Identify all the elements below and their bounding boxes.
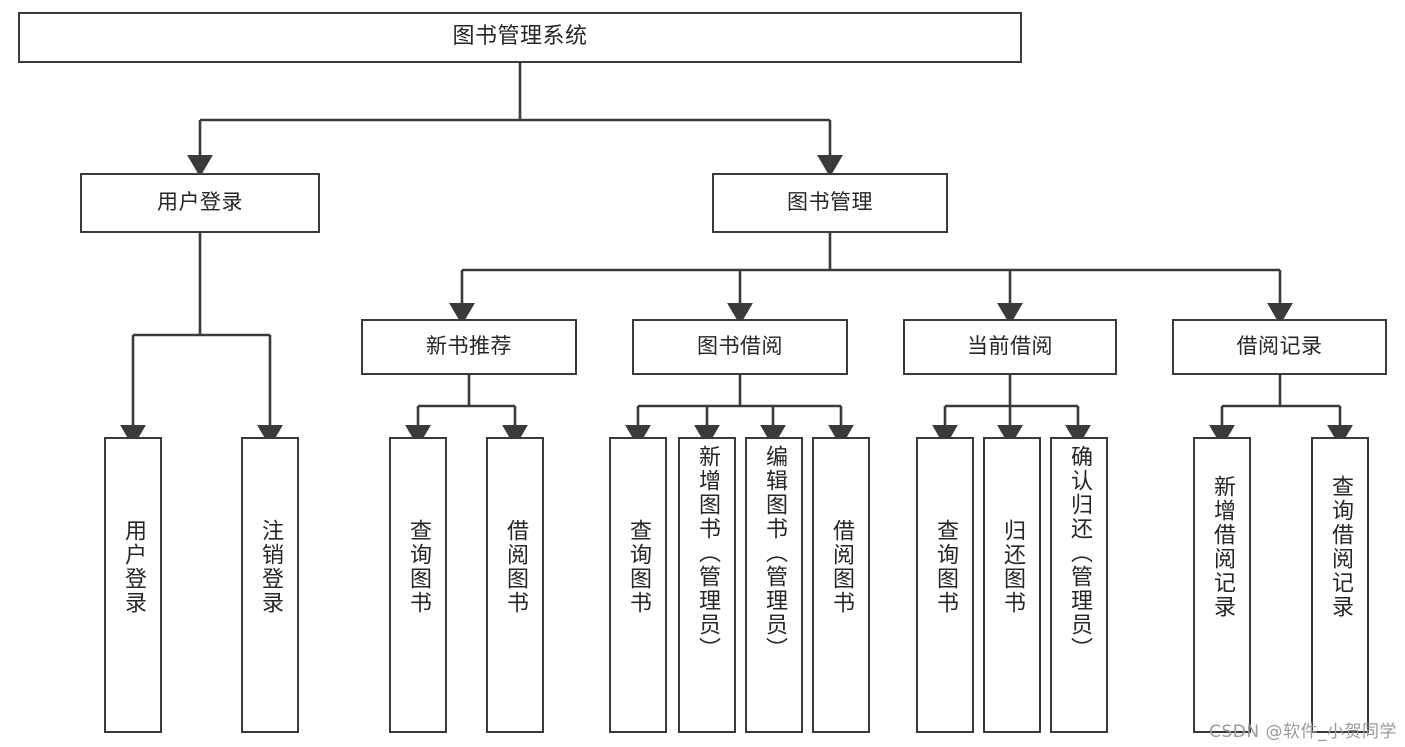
leaf-user-login[interactable]: 用户登录	[104, 437, 162, 733]
node-label: 图书管理	[787, 190, 873, 215]
node-label: 查询图书	[406, 519, 431, 615]
leaf-confirm-return-admin[interactable]: 确认归还（管理员）	[1050, 437, 1108, 733]
node-book-borrow[interactable]: 图书借阅	[632, 319, 848, 375]
node-label: 编辑图书（管理员）	[762, 445, 787, 661]
leaf-borrow-book-borrow[interactable]: 借阅图书	[812, 437, 870, 733]
node-label: 借阅图书	[503, 519, 528, 615]
node-new-book-recommend[interactable]: 新书推荐	[361, 319, 577, 375]
leaf-return-book[interactable]: 归还图书	[983, 437, 1041, 733]
node-label: 新书推荐	[426, 334, 512, 359]
node-label: 查询图书	[626, 519, 651, 615]
leaf-edit-book-admin[interactable]: 编辑图书（管理员）	[745, 437, 803, 733]
node-label: 当前借阅	[967, 334, 1053, 359]
node-label: 新增图书（管理员）	[695, 445, 720, 661]
leaf-query-borrow-record[interactable]: 查询借阅记录	[1311, 437, 1369, 733]
node-label: 注销登录	[258, 519, 283, 615]
node-borrow-record[interactable]: 借阅记录	[1172, 319, 1387, 375]
node-label: 图书管理系统	[452, 24, 588, 50]
node-label: 查询图书	[933, 519, 958, 615]
node-label: 新增借阅记录	[1210, 475, 1235, 619]
node-label: 用户登录	[157, 190, 243, 215]
leaf-add-book-admin[interactable]: 新增图书（管理员）	[678, 437, 736, 733]
node-label: 查询借阅记录	[1328, 475, 1353, 619]
node-book-manage[interactable]: 图书管理	[712, 173, 948, 233]
node-label: 用户登录	[121, 519, 146, 615]
leaf-query-book-recommend[interactable]: 查询图书	[389, 437, 447, 733]
node-root-system[interactable]: 图书管理系统	[18, 12, 1022, 63]
leaf-add-borrow-record[interactable]: 新增借阅记录	[1193, 437, 1251, 733]
leaf-borrow-book-recommend[interactable]: 借阅图书	[486, 437, 544, 733]
leaf-logout-login[interactable]: 注销登录	[241, 437, 299, 733]
node-label: 归还图书	[1000, 519, 1025, 615]
node-current-borrow[interactable]: 当前借阅	[903, 319, 1117, 375]
watermark-text: CSDN @软件_小贺同学	[1209, 722, 1397, 742]
node-label: 确认归还（管理员）	[1067, 445, 1092, 661]
node-label: 借阅记录	[1236, 334, 1323, 359]
leaf-query-book-borrow[interactable]: 查询图书	[609, 437, 667, 733]
node-label: 借阅图书	[829, 519, 854, 615]
node-label: 图书借阅	[697, 334, 783, 359]
leaf-query-book-current[interactable]: 查询图书	[916, 437, 974, 733]
node-user-login[interactable]: 用户登录	[80, 173, 320, 233]
